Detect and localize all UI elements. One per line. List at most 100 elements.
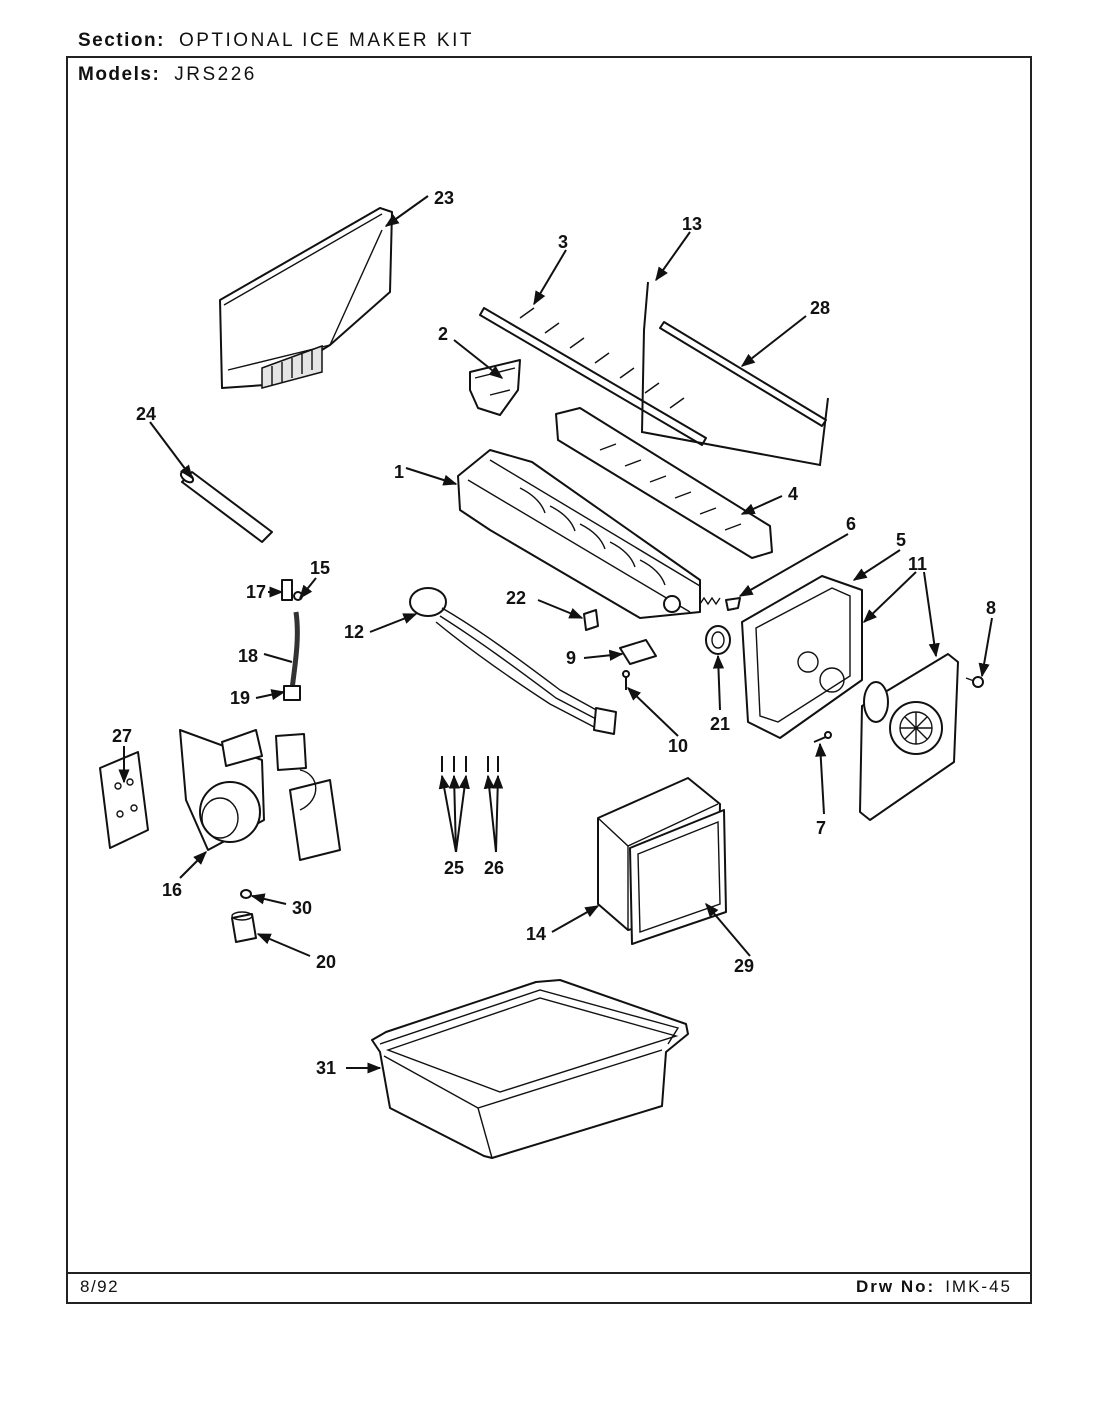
part-2-bracket [469,359,521,416]
callout-22: 22 [506,588,526,608]
section-value: OPTIONAL ICE MAKER KIT [178,30,474,51]
diagram-frame [66,56,1032,1304]
callout-26: 26 [484,858,504,878]
section-label: Section: [78,30,165,51]
leader-11a [862,571,917,623]
part-3-ejector [479,307,707,446]
part-1-mold [457,449,701,619]
callout-29: 29 [734,956,754,976]
part-4-stripper [555,407,773,559]
leader-25b [448,774,460,853]
part-26-screws [487,756,499,772]
callout-24: 24 [136,404,156,424]
callout-13: 13 [682,214,702,234]
part-27-plate [99,751,149,849]
leader-18 [263,653,293,663]
leader-8 [978,617,993,678]
part-6-spring [699,596,741,611]
part-8-screw [965,676,984,688]
callout-1: 1 [394,462,404,482]
leader-13 [655,231,691,282]
leader-4 [740,495,783,515]
part-7-screw [813,731,832,743]
callout-2: 2 [438,324,448,344]
callout-12: 12 [344,622,364,642]
models-label: Models: [78,64,161,85]
callout-16: 16 [162,880,182,900]
part-21-gear [705,625,731,655]
callout-6: 6 [846,514,856,534]
callout-30: 30 [292,898,312,918]
callout-28: 28 [810,298,830,318]
drawing-number: Drw No: IMK-45 [856,1277,1012,1297]
callout-17: 17 [246,582,266,602]
callout-10: 10 [668,736,688,756]
leader-6 [738,533,849,597]
part-16-water-valve [179,729,341,861]
callout-11: 11 [908,554,927,574]
leader-30 [250,893,287,905]
leader-3 [533,249,567,306]
callout-4: 4 [788,484,798,504]
part-25-screws [441,756,467,772]
leader-23 [384,195,429,227]
callout-20: 20 [316,952,336,972]
part-12-harness [409,587,617,735]
drawing-number-value: IMK-45 [945,1277,1012,1296]
part-13-shutoff-arm [640,281,829,467]
leader-25a [438,774,457,853]
callout-8: 8 [986,598,996,618]
leader-2 [453,339,504,379]
callout-5: 5 [896,530,906,550]
leader-16 [179,851,207,879]
leader-22 [537,599,584,619]
footer-divider [66,1272,1032,1274]
models-value: JRS226 [174,64,257,85]
leader-lines [118,195,993,1074]
part-31-ice-bin [371,979,689,1159]
leader-21 [712,654,725,711]
leader-10 [626,687,679,737]
leader-15 [299,577,317,600]
callout-27: 27 [112,726,132,746]
leader-1 [405,467,458,486]
part-23-cover [219,207,393,389]
callout-14: 14 [526,924,546,944]
callout-23: 23 [434,188,454,208]
callout-15: 15 [310,558,330,578]
callout-7: 7 [816,818,826,838]
part-30-washer [240,889,252,899]
callout-labels: 1 2 3 4 5 6 7 8 9 10 11 12 13 14 15 16 1… [112,188,996,1078]
callout-21: 21 [710,714,730,734]
callout-3: 3 [558,232,568,252]
leader-14 [551,905,600,933]
callout-9: 9 [566,648,576,668]
part-22-clip [583,609,599,631]
part-17-18-fill-tube [281,579,303,701]
models-heading: Models: JRS226 [78,64,257,86]
leader-24 [149,421,193,480]
part-11-motor-plate [859,653,959,821]
part-24-rod [179,470,273,543]
leader-19 [255,689,286,701]
part-5-housing [741,575,863,739]
leader-26b [492,774,504,853]
part-28-bar [659,321,827,427]
callout-31: 31 [316,1058,336,1078]
drawing-number-label: Drw No: [856,1277,936,1296]
leader-5 [852,549,901,581]
leader-26a [483,774,497,853]
leader-12 [369,613,418,633]
leader-7 [815,742,827,815]
leader-25c [455,774,470,853]
callout-25: 25 [444,858,464,878]
section-heading: Section: OPTIONAL ICE MAKER KIT [78,30,474,52]
leader-9 [583,649,624,661]
callout-18: 18 [238,646,258,666]
leader-20 [256,933,311,957]
part-29-pad [629,809,727,945]
drawing-date: 8/92 [80,1277,120,1296]
leader-29 [705,902,751,957]
callout-19: 19 [230,688,250,708]
